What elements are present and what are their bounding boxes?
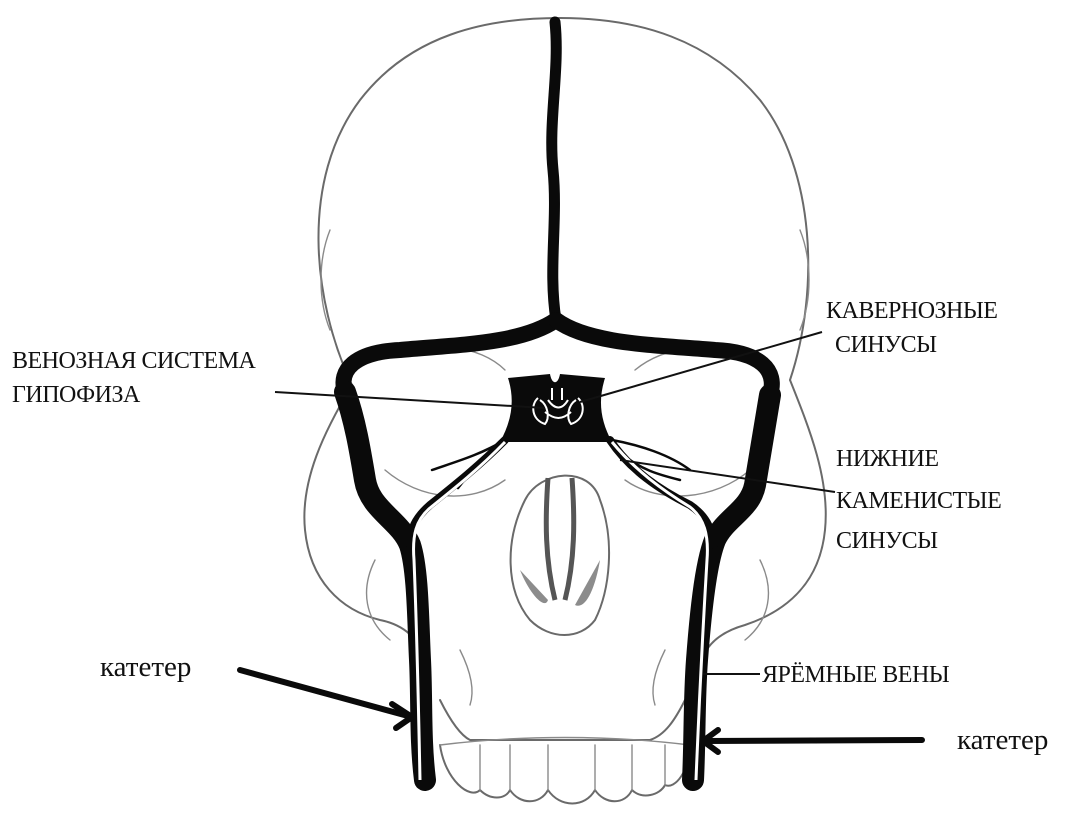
venous-system <box>343 22 771 780</box>
label-venous-pituitary-line1: ВЕНОЗНАЯ СИСТЕМА <box>12 348 257 374</box>
label-catheter-right: катетер <box>957 724 1048 756</box>
label-venous-pituitary-line2: ГИПОФИЗА <box>12 382 141 408</box>
label-petrosal-line2: КАМЕНИСТЫЕ <box>836 488 1001 514</box>
label-petrosal-line3: СИНУСЫ <box>836 528 938 554</box>
label-cavernous-line1: КАВЕРНОЗНЫЕ <box>826 298 997 324</box>
label-jugular-veins: ЯРЁМНЫЕ ВЕНЫ <box>762 662 950 688</box>
catheter-arrow-right <box>703 730 922 752</box>
sagittal-sinus <box>552 22 556 320</box>
catheter-arrow-left <box>240 670 412 728</box>
label-catheter-left: катетер <box>100 651 191 683</box>
label-cavernous-line2: СИНУСЫ <box>835 332 937 358</box>
label-petrosal-line1: НИЖНИЕ <box>836 446 939 472</box>
sigmoid-sinus-left <box>345 392 425 780</box>
